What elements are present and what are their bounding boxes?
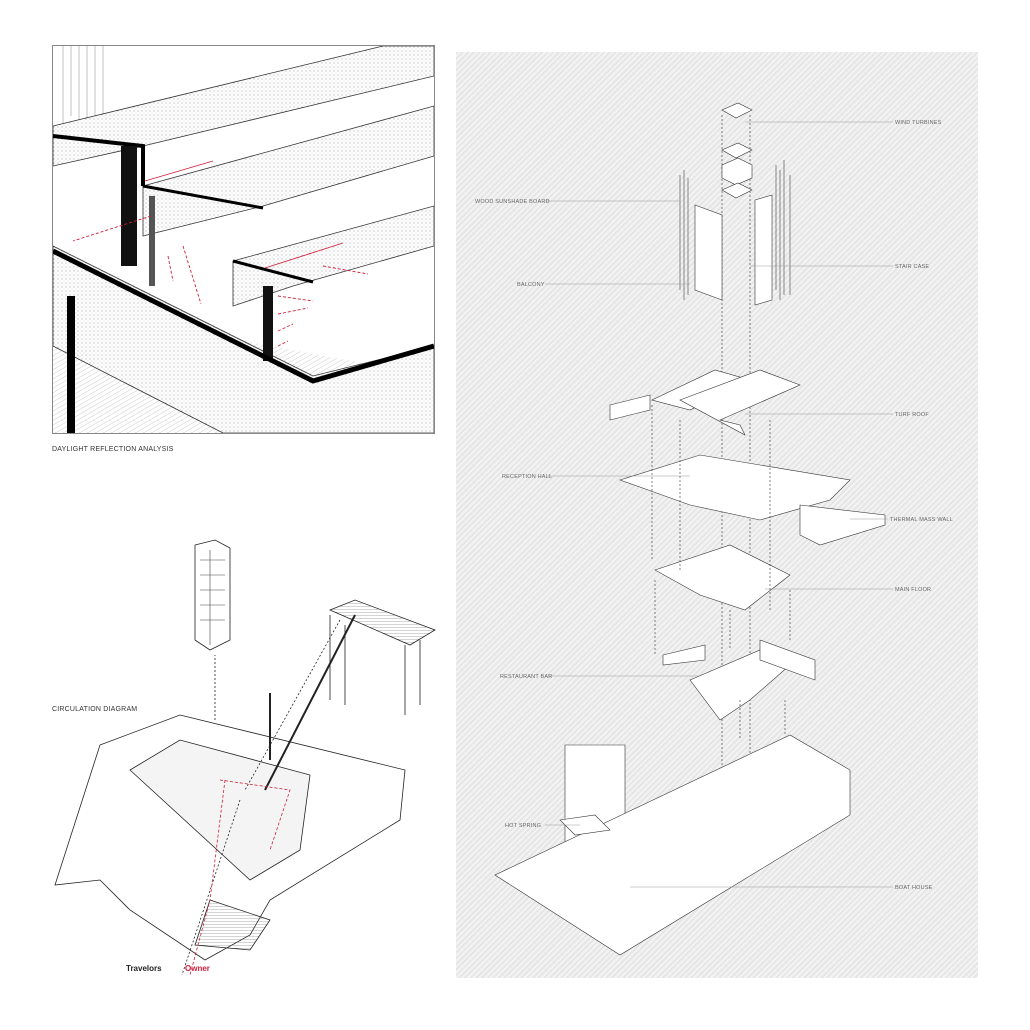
label-wind-turbines: WIND TURBINES [895, 120, 942, 126]
label-stair-case: STAIR CASE [895, 264, 929, 270]
label-thermal-mass-wall: THERMAL MASS WALL [890, 517, 953, 523]
daylight-caption: DAYLIGHT REFLECTION ANALYSIS [52, 446, 174, 453]
exploded-tower [494, 102, 886, 956]
legend-travelors: Travelors [126, 964, 162, 973]
label-balcony: BALCONY [517, 282, 545, 288]
label-wood-sunshade-board: WOOD SUNSHADE BOARD [475, 199, 550, 205]
label-reception-hall: RECEPTION HALL [502, 474, 552, 480]
label-turf-roof: TURF ROOF [895, 412, 929, 418]
circulation-caption: CIRCULATION DIAGRAM [52, 706, 138, 713]
label-hot-spring: HOT SPRING [505, 823, 541, 829]
labels: WIND TURBINES WOOD SUNSHADE BOARD STAIR … [475, 120, 953, 891]
label-main-floor: MAIN FLOOR [895, 587, 931, 593]
label-restaurant-bar: RESTAURANT BAR [500, 674, 552, 680]
daylight-analysis-panel [52, 45, 435, 434]
circulation-diagram [54, 539, 436, 976]
leader-lines [545, 121, 893, 888]
legend-owner: Owner [185, 964, 210, 973]
label-boat-house: BOAT HOUSE [895, 885, 933, 891]
daylight-section-drawing [53, 46, 434, 433]
